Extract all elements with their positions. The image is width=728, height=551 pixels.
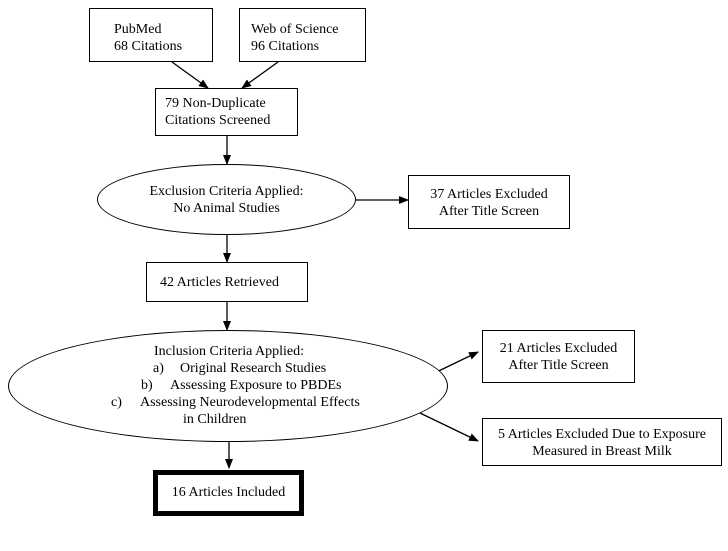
excluded-5-box: 5 Articles Excluded Due to Exposure Meas…: [482, 418, 722, 466]
inclusion-criterion-c-continuation: in Children: [9, 411, 449, 428]
exclusion-criteria-title: Exclusion Criteria Applied:: [149, 183, 304, 199]
excluded-21-box: 21 Articles Excluded After Title Screen: [482, 330, 635, 383]
excluded-21-reason: After Title Screen: [508, 358, 609, 373]
arrow-pubmed-to-nondup: [171, 61, 209, 89]
exclusion-criteria-rule: No Animal Studies: [173, 200, 280, 216]
pubmed-label: PubMed: [114, 22, 162, 37]
excluded-21-count: 21 Articles Excluded: [499, 341, 618, 356]
non-duplicate-screened: Citations Screened: [165, 113, 271, 128]
inclusion-criteria-title: Inclusion Criteria Applied:: [153, 344, 305, 359]
excluded-37-reason: After Title Screen: [438, 204, 540, 219]
inclusion-text-c: Assessing Neurodevelopmental Effects: [140, 395, 360, 410]
excluded-37-box: 37 Articles Excluded After Title Screen: [408, 175, 570, 229]
web-of-science-source-box: Web of Science 96 Citations: [239, 8, 366, 62]
inclusion-criterion-b: b) Assessing Exposure to PBDEs: [9, 377, 449, 394]
inclusion-text-a: Original Research Studies: [180, 361, 327, 376]
inclusion-marker-c: c): [111, 395, 122, 410]
inclusion-marker-b: b): [141, 378, 153, 393]
non-duplicate-count: 79 Non-Duplicate: [165, 96, 266, 111]
arrow-wos-to-nondup: [241, 61, 279, 89]
web-of-science-label: Web of Science: [251, 22, 339, 37]
articles-included-box: 16 Articles Included: [153, 470, 304, 516]
inclusion-continuation-text: in Children: [183, 412, 247, 427]
inclusion-marker-a: a): [153, 361, 164, 376]
articles-retrieved-box: 42 Articles Retrieved: [146, 262, 308, 302]
pubmed-count: 68 Citations: [114, 39, 183, 54]
pubmed-source-box: PubMed 68 Citations: [89, 8, 213, 62]
web-of-science-count: 96 Citations: [251, 39, 320, 54]
articles-included-label: 16 Articles Included: [171, 485, 286, 500]
inclusion-criteria-ellipse: Inclusion Criteria Applied: a) Original …: [8, 330, 448, 442]
inclusion-text-b: Assessing Exposure to PBDEs: [170, 378, 342, 393]
inclusion-criterion-c: c) Assessing Neurodevelopmental Effects: [9, 394, 449, 411]
excluded-5-count: 5 Articles Excluded Due to Exposure: [497, 427, 706, 442]
arrow-inclusion-to-excluded5: [419, 412, 479, 442]
articles-retrieved-label: 42 Articles Retrieved: [160, 275, 279, 290]
inclusion-criterion-a: a) Original Research Studies: [9, 360, 449, 377]
excluded-5-reason: Measured in Breast Milk: [532, 444, 672, 459]
non-duplicate-citations-box: 79 Non-Duplicate Citations Screened: [155, 88, 298, 136]
exclusion-criteria-ellipse: Exclusion Criteria Applied: No Animal St…: [97, 164, 356, 235]
excluded-37-count: 37 Articles Excluded: [430, 187, 548, 202]
